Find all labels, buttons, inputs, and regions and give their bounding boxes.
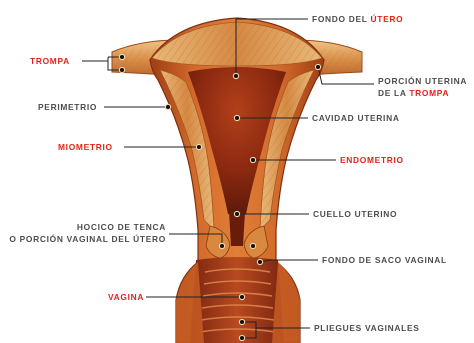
label-porcion-vaginal: O PORCIÓN VAGINAL DEL ÚTERO [9,233,166,244]
marker-dot [239,335,244,340]
marker-dot [119,54,124,59]
marker-dot [239,294,244,299]
label-fondo-de-saco-vaginal: FONDO DE SACO VAGINAL [322,255,447,265]
vagina [190,257,284,343]
marker-dot [233,73,238,78]
uterus-illustration [112,18,362,343]
marker-dot [234,211,239,216]
marker-dot [119,67,124,72]
label-pliegues-vaginales: PLIEGUES VAGINALES [314,323,420,333]
label-fondo-del-utero: FONDO DEL ÚTERO [312,13,403,24]
marker-dot [239,319,244,324]
label-cuello-uterino: CUELLO UTERINO [313,209,397,219]
label-trompa: TROMPA [30,56,70,66]
label-miometrio: MIOMETRIO [58,142,113,152]
marker-dot [196,144,201,149]
label-hocico-de-tenca: HOCICO DE TENCA [77,222,166,232]
marker-dot [250,243,255,248]
marker-dot [165,104,170,109]
label-perimetrio: PERIMETRIO [38,102,97,112]
label-porcion-uterina-line2: DE LA TROMPA [378,88,449,98]
marker-dot [234,115,239,120]
label-porcion-uterina-line1: PORCIÓN UTERINA [378,75,467,86]
marker-dot [315,64,320,69]
marker-dot [250,157,255,162]
marker-dot [257,259,262,264]
label-endometrio: ENDOMETRIO [340,155,404,165]
marker-dot [219,243,224,248]
label-cavidad-uterina: CAVIDAD UTERINA [312,113,400,123]
label-vagina: VAGINA [108,292,144,302]
